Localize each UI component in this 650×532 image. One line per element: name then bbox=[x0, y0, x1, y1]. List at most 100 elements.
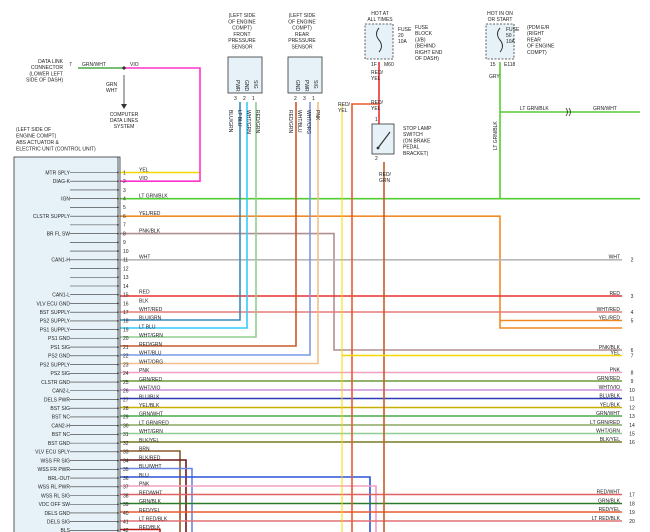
abs-wire-color-label: PNK/BLK bbox=[139, 228, 161, 234]
wire-pin-22 bbox=[118, 102, 311, 356]
abs-pin-label: PS1 SIG bbox=[51, 345, 71, 351]
stop-lamp-label: SWITCH bbox=[403, 132, 423, 138]
abs-pin-terminal bbox=[117, 311, 119, 314]
abs-pin-number: 31 bbox=[123, 432, 129, 438]
wire-fuse20-branch bbox=[351, 103, 379, 112]
front-pressure-sensor-pin-number: 3 bbox=[234, 96, 237, 102]
abs-pin-number: 29 bbox=[123, 415, 129, 421]
abs-pin-label: WSS RL PWR bbox=[38, 485, 70, 491]
abs-wire-color-label: BLK/RED bbox=[139, 455, 161, 461]
abs-pin-number: 28 bbox=[123, 406, 129, 412]
right-wire-number: 17 bbox=[629, 492, 635, 498]
pdm-label: (RIGHT bbox=[527, 31, 544, 37]
abs-pin-terminal bbox=[117, 372, 119, 375]
right-wire-label: LT GRN/RED bbox=[590, 420, 620, 426]
front-pressure-sensor-label: OF ENGINE bbox=[228, 19, 256, 25]
abs-wire-color-label: WHT/BLU bbox=[139, 351, 162, 357]
fuse-block-connector-id: M60 bbox=[384, 62, 394, 68]
right-wire-number: 7 bbox=[631, 353, 634, 359]
abs-wire-color-label: RED/GRN bbox=[139, 342, 162, 348]
abs-pin-number: 11 bbox=[123, 258, 128, 264]
rear-pressure-sensor-label: SENSOR bbox=[291, 45, 313, 51]
abs-pin-label: PS1 GND bbox=[48, 336, 70, 342]
right-wire-label: PNK/BLK bbox=[599, 345, 621, 351]
rear-pressure-sensor-label: COMPT) bbox=[292, 26, 312, 32]
abs-pin-terminal bbox=[117, 206, 119, 209]
fuse-block-pin: 1F bbox=[371, 62, 377, 68]
abs-pin-label: WSS RL SIG bbox=[41, 493, 70, 499]
right-wire-label: WHT/GRN bbox=[596, 428, 620, 434]
rear-pressure-sensor-pin-number: 3 bbox=[303, 96, 306, 102]
fuse-block-label: BLOCK bbox=[415, 31, 433, 37]
components-layer bbox=[13, 23, 571, 532]
abs-pin-number: 25 bbox=[123, 380, 129, 386]
wire-pin-23 bbox=[118, 102, 319, 365]
abs-pin-label: BST SUPPLY bbox=[40, 310, 71, 316]
abs-pin-label: PS2 GND bbox=[48, 354, 70, 360]
abs-wire-color-label: YEL/BLK bbox=[139, 403, 160, 409]
abs-pin-terminal bbox=[117, 276, 119, 279]
abs-wire-color-label: WHT/RED bbox=[139, 307, 163, 313]
front-pressure-sensor-pin-number: 2 bbox=[243, 96, 246, 102]
wire-pin-36 bbox=[118, 476, 371, 532]
abs-wire-color-label: BLU/GRN bbox=[139, 316, 162, 322]
rear-pressure-sensor-label: REAR bbox=[295, 32, 309, 38]
wires-layer bbox=[78, 62, 640, 532]
fuse-block-label: RIGHT END bbox=[415, 50, 443, 56]
right-wire-label: PNK bbox=[610, 367, 621, 373]
right-wire-number: 18 bbox=[629, 501, 635, 507]
front-pressure-sensor-wire-label: BLU/GRN bbox=[227, 110, 233, 133]
front-pressure-sensor-pin-number: 1 bbox=[252, 96, 255, 102]
abs-pin-terminal bbox=[117, 328, 119, 331]
right-wire-label: GRN/RED bbox=[597, 376, 620, 382]
rear-pressure-sensor-pin-number: 1 bbox=[312, 96, 315, 102]
dlc-pin: 7 bbox=[69, 62, 72, 68]
abs-pin-label: WSS FR SIG bbox=[41, 458, 71, 464]
pdm-label: REAR bbox=[527, 37, 541, 43]
abs-pin-number: 23 bbox=[123, 362, 129, 368]
rear-pressure-sensor-wire-label: WHT/ORG bbox=[305, 110, 311, 134]
abs-pin-number: 34 bbox=[123, 458, 129, 464]
abs-pin-label: BST NC bbox=[52, 432, 71, 438]
abs-wire-color-label: VIO bbox=[139, 176, 148, 182]
abs-wire-color-label: LT GRN/BLK bbox=[139, 193, 168, 199]
wire-pin-19 bbox=[118, 102, 248, 329]
rear-pressure-sensor-box bbox=[287, 56, 323, 94]
abs-pin-terminal bbox=[117, 398, 119, 401]
right-wire-number: 6 bbox=[631, 348, 634, 354]
computer-data-lines-label: COMPUTER bbox=[110, 112, 139, 118]
stop-lamp-pin: 2 bbox=[375, 156, 378, 162]
right-wire-label: RED/YEL bbox=[599, 507, 621, 513]
front-pressure-sensor-wire-label: WHT/GRN bbox=[245, 110, 251, 134]
pdm-box bbox=[485, 23, 515, 60]
pdm-hot-label: OR START bbox=[488, 17, 513, 23]
abs-pin-label: CLSTR SUPPLY bbox=[33, 214, 71, 220]
abs-pin-number: 18 bbox=[123, 319, 129, 325]
abs-pin-number: 5 bbox=[123, 205, 126, 211]
abs-wire-color-label: RED/WHT bbox=[139, 490, 162, 496]
fuse-20-label: 10A bbox=[398, 39, 408, 45]
abs-pin-terminal bbox=[117, 520, 119, 523]
stop-lamp-wire-label: RED/ bbox=[371, 100, 384, 106]
abs-pin-label: CAN2-L bbox=[52, 389, 70, 395]
right-wire-number: 14 bbox=[629, 423, 635, 429]
abs-wire-color-label: BRN bbox=[139, 447, 150, 453]
abs-pin-label: CAN2-H bbox=[51, 423, 70, 429]
rear-pressure-sensor-wire-label: RED/GRN bbox=[287, 110, 293, 133]
abs-pin-number: 22 bbox=[123, 354, 129, 360]
fuse-20-label: 20 bbox=[398, 33, 404, 39]
fuse-block-label: (J/B) bbox=[415, 37, 426, 43]
wire-pin-2 bbox=[118, 67, 201, 182]
front-pressure-sensor-wire-label: RED/GRN bbox=[254, 110, 260, 133]
abs-pin-terminal bbox=[117, 180, 119, 183]
abs-pin-number: 2 bbox=[123, 179, 126, 185]
abs-pin-terminal bbox=[117, 197, 119, 200]
abs-pin-number: 7 bbox=[123, 223, 126, 229]
abs-pin-number: 40 bbox=[123, 511, 129, 517]
dlc-label: SIDE OF DASH) bbox=[26, 78, 63, 84]
dlc-down-wire-label: GRN bbox=[106, 82, 118, 88]
abs-pin-terminal bbox=[117, 302, 119, 305]
abs-wire-color-label: GRN/RED bbox=[139, 377, 162, 383]
abs-pin-terminal bbox=[117, 529, 119, 532]
fuse-50-label: 50 bbox=[506, 33, 512, 39]
